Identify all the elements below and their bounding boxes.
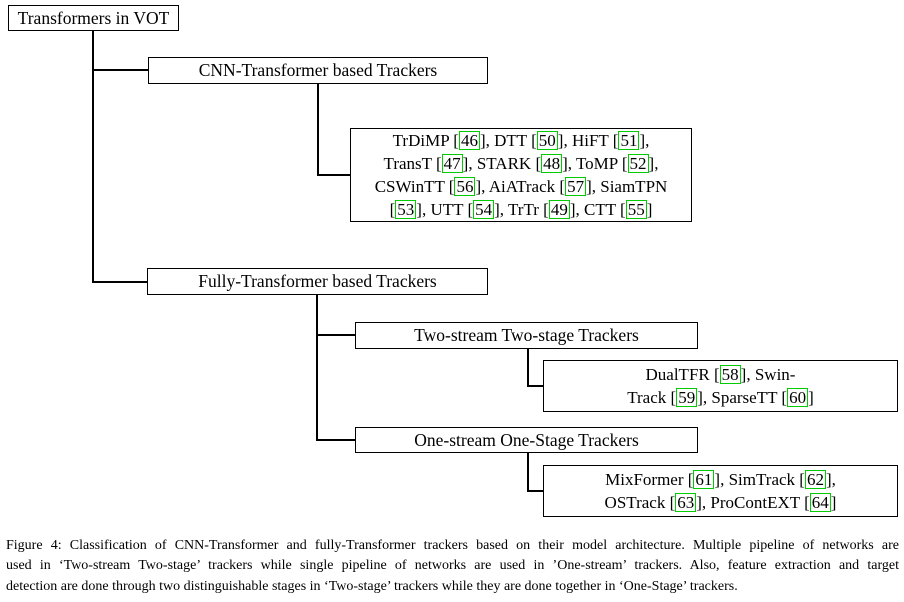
node-label: Two-stream Two-stage Trackers [414, 325, 639, 345]
node-transformers-in-vot: Transformers in VOT [8, 5, 179, 31]
leaf-text-line: [53], UTT [54], TrTr [49], CTT [55] [389, 200, 653, 219]
caption-line: used in ‘Two-stream Two-stage’ trackers … [6, 558, 899, 574]
citation-link[interactable]: 58 [719, 365, 741, 384]
leaf-text-line: TransT [47], STARK [48], ToMP [52], [383, 154, 659, 173]
leaf-text-line: OSTrack [63], ProContEXT [64] [604, 493, 837, 512]
leaf-one-stream-tracker-list: MixFormer [61], SimTrack [62], OSTrack [6… [543, 465, 898, 517]
connector-branch-fully [92, 281, 147, 283]
connector-root-trunk [92, 31, 94, 281]
node-two-stream-two-stage-trackers: Two-stream Two-stage Trackers [355, 322, 698, 349]
citation-link[interactable]: 51 [618, 131, 640, 150]
leaf-cnn-transformer-tracker-list: TrDiMP [46], DTT [50], HiFT [51], TransT … [350, 128, 692, 222]
connector-one-stream-drop [527, 453, 529, 490]
citation-link[interactable]: 57 [565, 177, 587, 196]
citation-link[interactable]: 59 [676, 388, 698, 407]
citation-link[interactable]: 49 [548, 200, 570, 219]
connector-one-stream-leaf [527, 490, 543, 492]
connector-two-stream-drop [527, 348, 529, 385]
node-fully-transformer-trackers: Fully-Transformer based Trackers [147, 268, 488, 295]
leaf-text-line: TrDiMP [46], DTT [50], HiFT [51], [392, 131, 650, 150]
citation-link[interactable]: 50 [536, 131, 558, 150]
citation-link[interactable]: 60 [787, 388, 809, 407]
caption-line: Figure 4: Classification of CNN-Transfor… [6, 538, 899, 553]
citation-link[interactable]: 52 [627, 154, 649, 173]
citation-link[interactable]: 56 [454, 177, 476, 196]
node-label: Transformers in VOT [17, 7, 170, 28]
citation-link[interactable]: 64 [809, 493, 831, 512]
node-cnn-transformer-trackers: CNN-Transformer based Trackers [148, 57, 488, 84]
leaf-text-line: Track [59], SparseTT [60] [627, 388, 814, 407]
citation-link[interactable]: 54 [473, 200, 495, 219]
citation-link[interactable]: 55 [625, 200, 647, 219]
connector-fully-drop [316, 295, 318, 440]
citation-link[interactable]: 61 [693, 470, 715, 489]
caption-line: detection are done through two distingui… [6, 578, 738, 594]
citation-link[interactable]: 48 [541, 154, 563, 173]
leaf-two-stream-tracker-list: DualTFR [58], Swin- Track [59], SparseTT … [543, 360, 898, 412]
node-one-stream-one-stage-trackers: One-stream One-Stage Trackers [355, 427, 698, 453]
connector-branch-one-stream [316, 439, 355, 441]
citation-link[interactable]: 62 [804, 470, 826, 489]
citation-link[interactable]: 47 [441, 154, 463, 173]
leaf-text-line: MixFormer [61], SimTrack [62], [605, 470, 836, 489]
connector-cnn-drop [317, 83, 319, 175]
citation-link[interactable]: 46 [458, 131, 480, 150]
citation-link[interactable]: 53 [395, 200, 417, 219]
leaf-text-line: DualTFR [58], Swin- [645, 365, 796, 384]
node-label: Fully-Transformer based Trackers [198, 271, 437, 291]
node-label: One-stream One-Stage Trackers [414, 429, 639, 450]
citation-link[interactable]: 63 [675, 493, 697, 512]
connector-two-stream-leaf [527, 385, 543, 387]
connector-branch-cnn [92, 69, 148, 71]
connector-branch-two-stream [316, 334, 355, 336]
connector-cnn-leaf [317, 174, 350, 176]
leaf-text-line: CSWinTT [56], AiATrack [57], SiamTPN [374, 177, 668, 196]
node-label: CNN-Transformer based Trackers [198, 60, 438, 80]
figure-caption: Figure 4: Classification of CNN-Transfor… [6, 536, 899, 597]
